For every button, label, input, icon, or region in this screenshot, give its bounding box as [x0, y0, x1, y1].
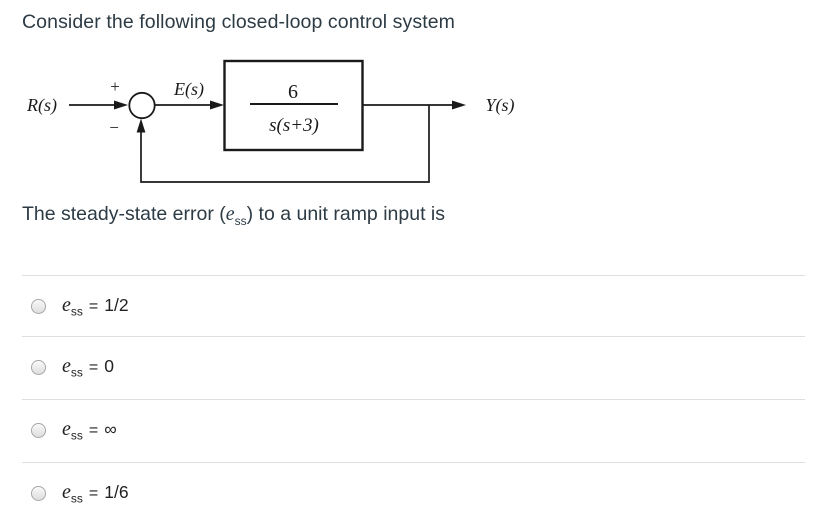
option-symbol: e	[62, 294, 71, 317]
option-symbol: e	[62, 355, 71, 378]
answer-option-4[interactable]: ess = 1/6	[22, 462, 805, 524]
option-subscript: ss	[70, 491, 83, 506]
option-subscript: ss	[70, 428, 83, 443]
option-label[interactable]: ess = 0	[62, 355, 114, 380]
radio-button[interactable]	[31, 299, 46, 314]
prompt-text-before: The steady-state error (	[22, 203, 226, 225]
option-equals: =	[88, 422, 99, 440]
option-value: ∞	[104, 419, 117, 440]
option-symbol: e	[62, 418, 71, 441]
input-signal-label: R(s)	[26, 95, 57, 116]
option-label[interactable]: ess = 1/6	[62, 481, 129, 506]
transfer-function-numerator: 6	[288, 81, 298, 103]
option-subscript: ss	[70, 365, 83, 380]
option-symbol: e	[62, 481, 71, 504]
answer-option-3[interactable]: ess = ∞	[22, 399, 805, 461]
radio-button[interactable]	[31, 486, 46, 501]
option-label[interactable]: ess = ∞	[62, 418, 117, 443]
option-value: 0	[104, 356, 114, 377]
transfer-function-denominator: s(s+3)	[269, 115, 319, 136]
option-value: 1/2	[104, 295, 129, 316]
radio-button[interactable]	[31, 360, 46, 375]
question-prompt: The steady-state error (ess) to a unit r…	[22, 203, 445, 228]
error-arrowhead-icon	[210, 100, 224, 110]
option-label[interactable]: ess = 1/2	[62, 294, 129, 319]
option-subscript: ss	[70, 304, 83, 319]
option-equals: =	[88, 485, 99, 503]
plus-sign: +	[110, 77, 120, 96]
block-diagram: R(s) + − E(s) 6 s(s+3) Y(s)	[26, 59, 515, 183]
feedback-arrowhead-icon	[136, 118, 146, 133]
error-symbol: e	[225, 203, 235, 225]
error-subscript: ss	[234, 213, 247, 228]
answer-option-2[interactable]: ess = 0	[22, 336, 805, 398]
option-value: 1/6	[104, 482, 129, 503]
radio-button[interactable]	[31, 423, 46, 438]
output-arrowhead-icon	[452, 100, 466, 110]
transfer-function-block	[223, 59, 364, 152]
summing-junction	[128, 91, 156, 120]
question-title: Consider the following closed-loop contr…	[22, 11, 456, 33]
minus-sign: −	[109, 118, 119, 137]
prompt-text-after: ) to a unit ramp input is	[246, 203, 445, 225]
option-equals: =	[88, 359, 99, 377]
option-equals: =	[88, 298, 99, 316]
output-signal-label: Y(s)	[485, 95, 514, 116]
error-signal-label: E(s)	[173, 79, 204, 100]
input-arrowhead-icon	[114, 100, 128, 110]
answer-option-1[interactable]: ess = 1/2	[22, 275, 805, 337]
feedback-path	[140, 105, 430, 183]
